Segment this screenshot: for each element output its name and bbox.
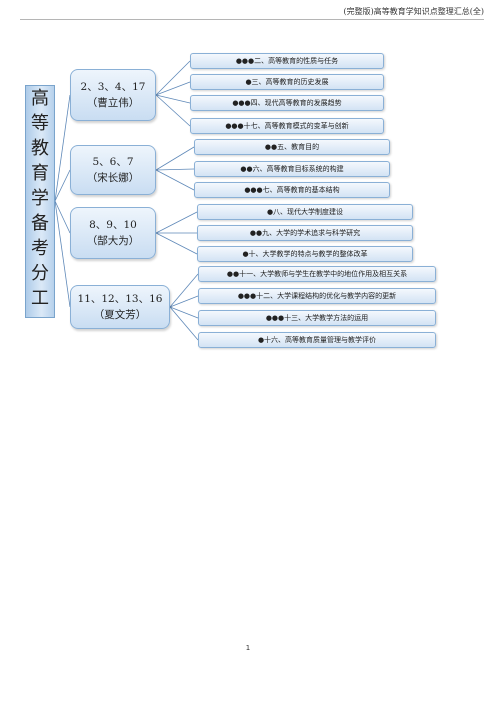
root-char: 考 xyxy=(31,238,49,259)
topic-item: ●八、现代大学制度建设 xyxy=(197,204,413,220)
group-node-1: 2、3、4、17 （曹立伟） xyxy=(70,69,156,121)
group-2-to-item-3-line xyxy=(155,169,195,191)
group-node-4: 11、12、13、16 （夏文芳） xyxy=(70,285,170,329)
group-3-to-item-1-line xyxy=(155,211,198,234)
topic-item: ●十六、高等教育质量管理与教学评价 xyxy=(198,332,436,348)
topic-item: ●十、大学教学的特点与教学的整体改革 xyxy=(197,246,413,262)
group-1-to-item-4-line xyxy=(155,94,191,127)
group-4-to-item-2-line xyxy=(169,295,199,308)
topic-item: ●●●十七、高等教育模式的变革与创新 xyxy=(190,118,384,134)
group-2-to-item-1-line xyxy=(155,146,195,171)
group-chapters: 2、3、4、17 xyxy=(80,81,146,93)
root-char: 工 xyxy=(31,288,49,309)
root-char: 学 xyxy=(31,188,49,209)
group-person: （曹立伟） xyxy=(86,97,140,109)
root-char: 等 xyxy=(31,113,49,134)
root-char: 高 xyxy=(31,88,49,109)
group-chapters: 8、9、10 xyxy=(89,219,137,231)
document-header: (完整版)高等教育学知识点整理汇总(全) xyxy=(343,7,484,16)
root-char: 备 xyxy=(31,213,49,234)
group-node-2: 5、6、7 （宋长娜） xyxy=(70,145,156,195)
group-person: （宋长娜） xyxy=(86,172,140,184)
root-to-group-1-line xyxy=(54,94,71,202)
group-1-to-item-3-line xyxy=(155,94,191,104)
topic-item: ●●六、高等教育目标系统的构建 xyxy=(194,161,390,177)
root-to-group-2-line xyxy=(54,169,71,202)
group-chapters: 5、6、7 xyxy=(92,156,134,168)
root-to-group-4-line xyxy=(54,200,71,308)
topic-item: ●●●十二、大学课程结构的优化与教学内容的更新 xyxy=(198,288,436,304)
root-to-group-3-line xyxy=(54,200,71,234)
group-person: （夏文芳） xyxy=(93,309,147,321)
group-4-to-item-3-line xyxy=(169,306,199,319)
topic-item: ●●●二、高等教育的性质与任务 xyxy=(190,53,384,69)
topic-item: ●●五、教育目的 xyxy=(194,139,390,155)
group-person: （郜大为） xyxy=(86,235,140,247)
topic-item: ●三、高等教育的历史发展 xyxy=(190,74,384,90)
group-1-to-item-1-line xyxy=(155,60,191,96)
group-2-to-item-2-line xyxy=(155,168,195,171)
topic-item: ●●●七、高等教育的基本结构 xyxy=(194,182,390,198)
group-chapters: 11、12、13、16 xyxy=(77,293,163,305)
page-number: 1 xyxy=(245,644,251,652)
root-char: 教 xyxy=(31,138,49,159)
group-4-to-item-4-line xyxy=(169,306,199,341)
root-char: 分 xyxy=(31,263,49,284)
topic-item: ●●●四、现代高等教育的发展趋势 xyxy=(190,95,384,111)
header-divider xyxy=(20,19,484,20)
topic-item: ●●十一、大学教师与学生在教学中的地位作用及相互关系 xyxy=(198,266,436,282)
topic-item: ●●九、大学的学术追求与科学研究 xyxy=(197,225,413,241)
root-char: 育 xyxy=(31,163,49,184)
group-node-3: 8、9、10 （郜大为） xyxy=(70,207,156,259)
group-3-to-item-3-line xyxy=(155,232,198,255)
topic-item: ●●●十三、大学教学方法的运用 xyxy=(198,310,436,326)
group-4-to-item-1-line xyxy=(169,273,199,308)
root-node: 高 等 教 育 学 备 考 分 工 xyxy=(25,85,55,318)
group-1-to-item-2-line xyxy=(155,81,191,96)
